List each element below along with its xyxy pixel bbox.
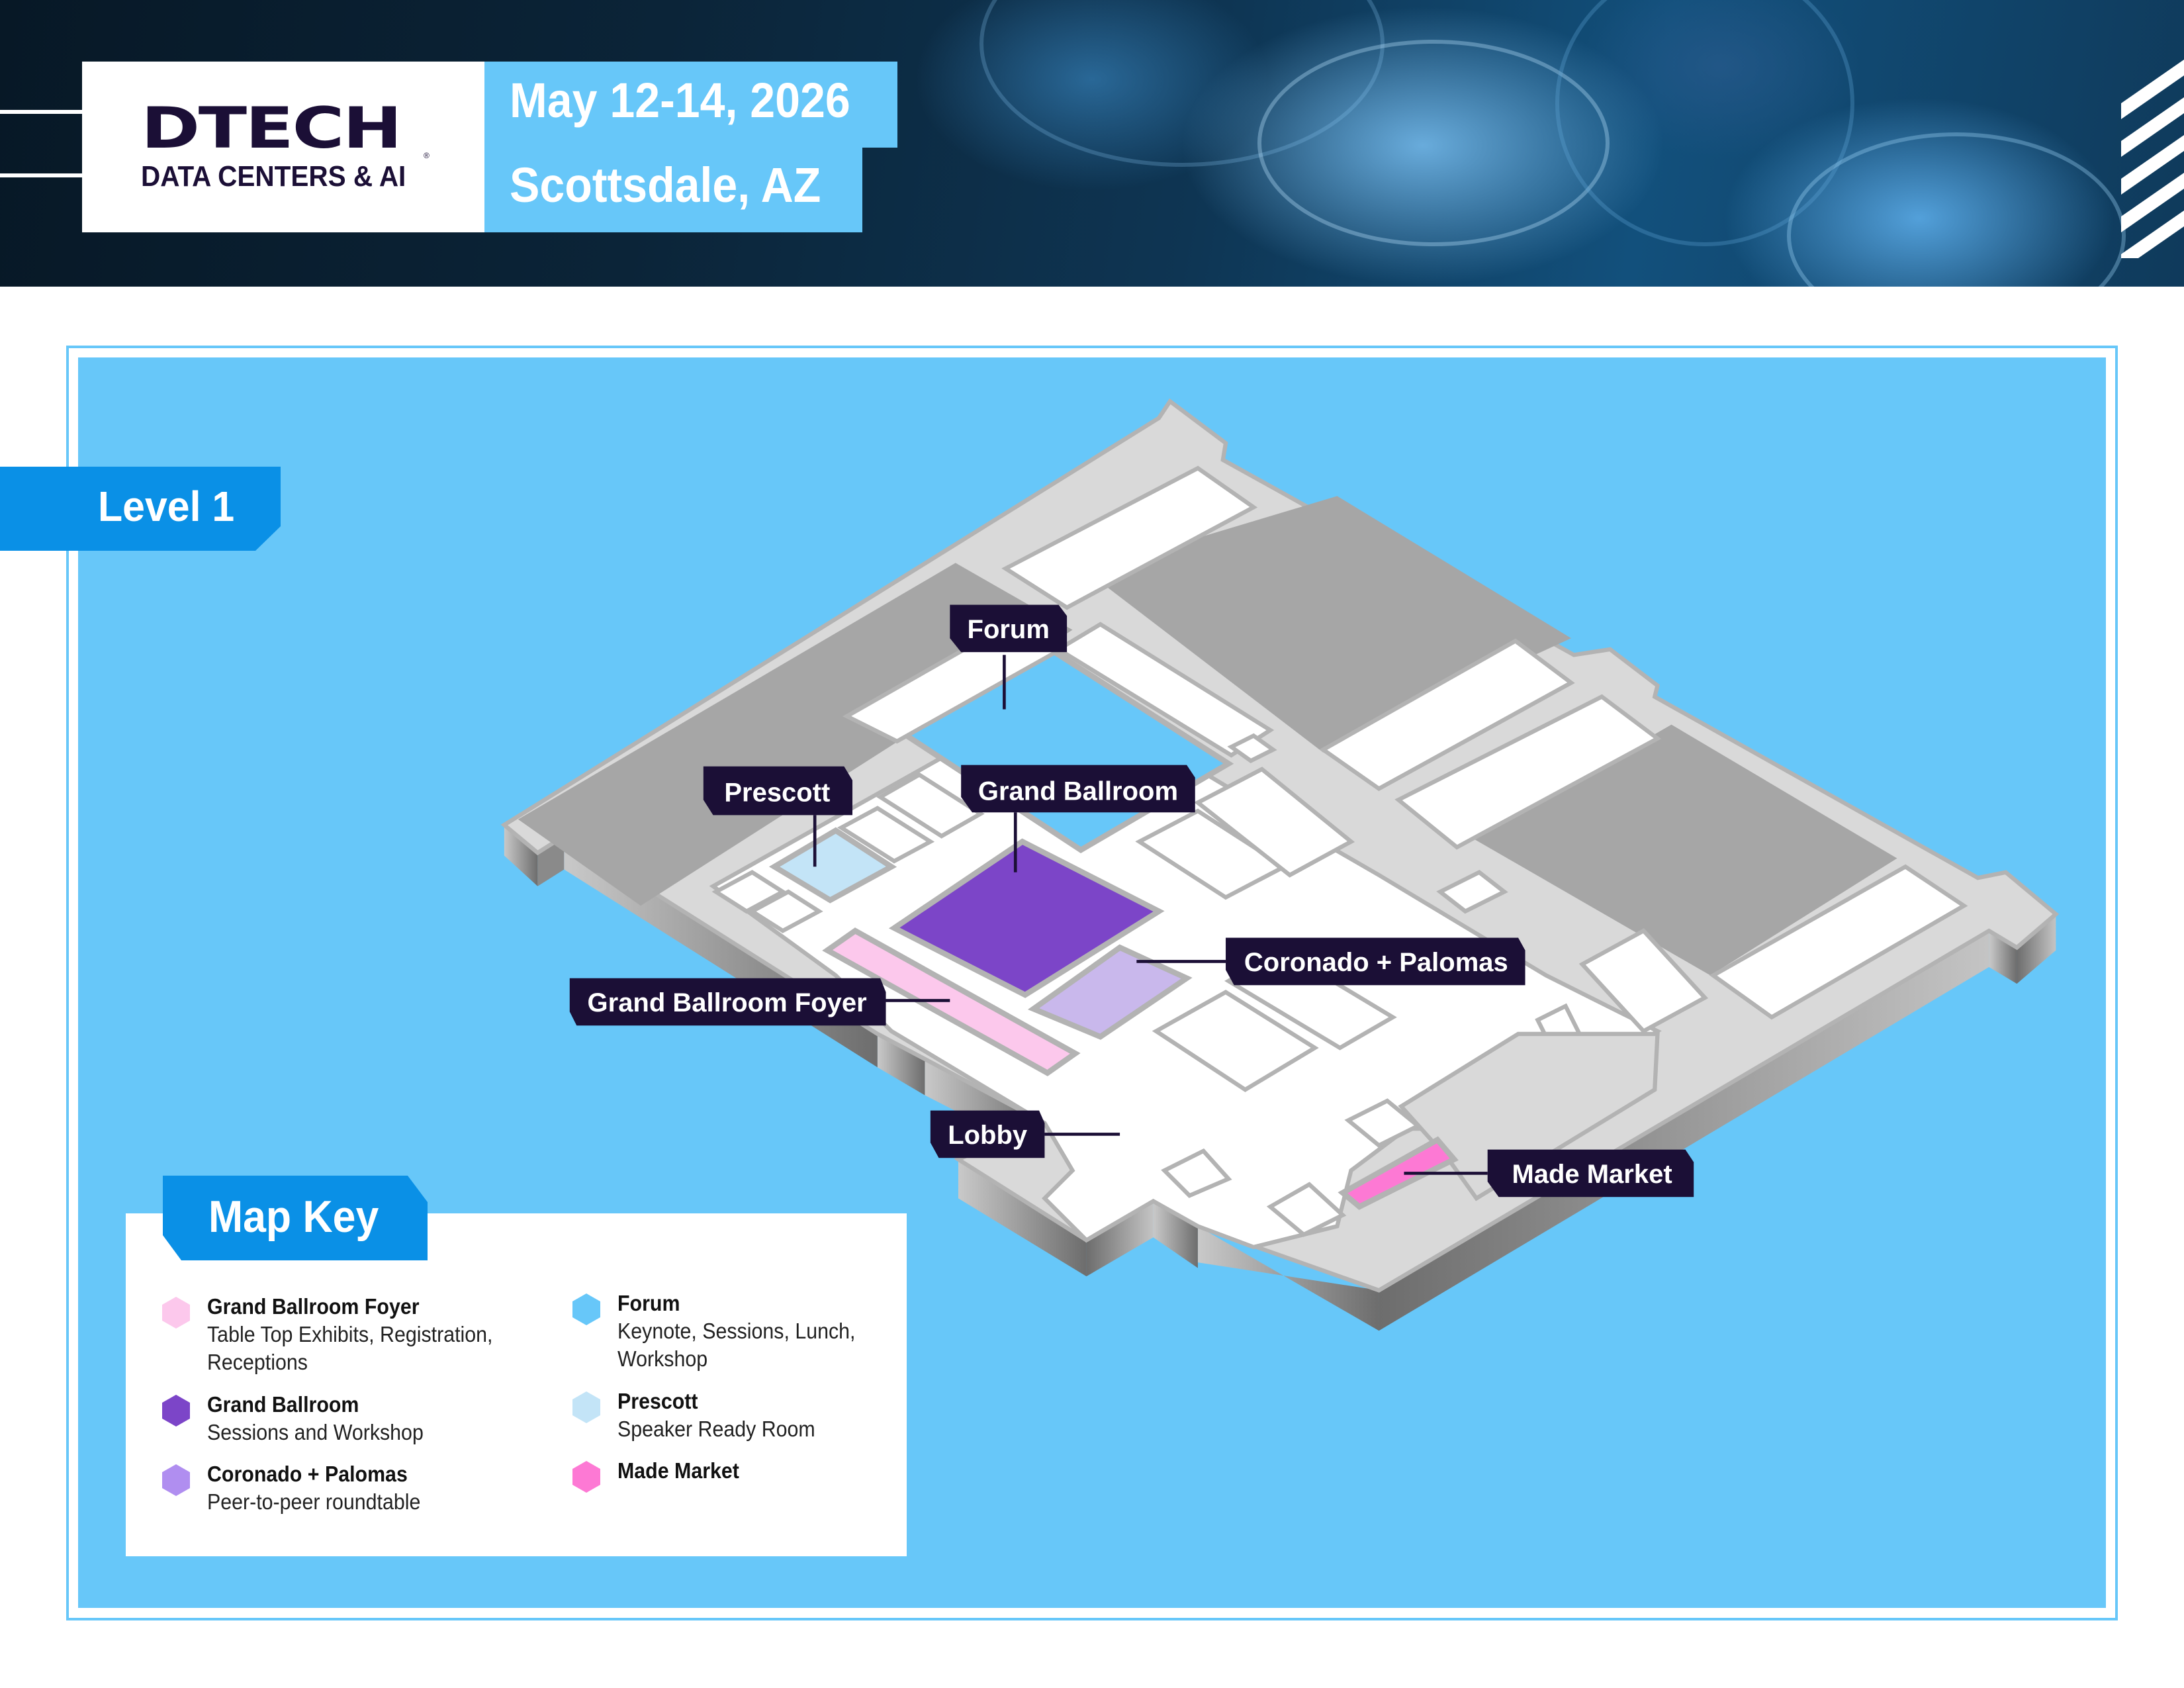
label-coronado-palomas-text: Coronado + Palomas — [1244, 948, 1508, 977]
brand-subtitle: DATA CENTERS & AI — [141, 160, 406, 193]
label-forum-text: Forum — [968, 615, 1050, 644]
event-location: Scottsdale, AZ — [510, 158, 821, 212]
label-lobby[interactable]: Lobby — [930, 1110, 1045, 1158]
header-rule — [0, 173, 82, 177]
hexagon-icon — [162, 1297, 190, 1329]
label-grand-ballroom-text: Grand Ballroom — [978, 776, 1178, 806]
key-item-description: Keynote, Sessions, Lunch, Workshop — [617, 1319, 856, 1371]
key-item-name: Grand Ballroom Foyer — [207, 1294, 420, 1319]
map-key-tag-background — [163, 1176, 428, 1260]
key-item-name: Prescott — [617, 1389, 698, 1413]
label-grand-ballroom-foyer[interactable]: Grand Ballroom Foyer — [569, 978, 886, 1026]
level-tag-background — [0, 467, 281, 551]
map-frame — [66, 346, 2118, 1620]
key-item-description: Table Top Exhibits, Registration, Recept… — [207, 1322, 493, 1374]
event-date: May 12-14, 2026 — [510, 73, 850, 128]
key-item-name: Forum — [617, 1291, 680, 1315]
event-date-box: May 12-14, 2026 — [484, 62, 897, 148]
stair-blocks — [1001, 465, 1968, 1020]
header-banner: DTECH ® DATA CENTERS & AI May 12-14, 202… — [0, 0, 2184, 287]
level-label: Level 1 — [98, 483, 235, 530]
key-item-name: Coronado + Palomas — [207, 1462, 408, 1486]
key-item-name: Made Market — [617, 1458, 739, 1483]
label-made-market-text: Made Market — [1512, 1160, 1672, 1189]
hexagon-icon — [572, 1391, 600, 1423]
key-item-name: Grand Ballroom — [207, 1392, 359, 1417]
label-prescott-text: Prescott — [724, 778, 830, 807]
key-item-description: Speaker Ready Room — [617, 1417, 815, 1441]
map-key-tag: Map Key — [163, 1176, 428, 1260]
label-grand-ballroom[interactable]: Grand Ballroom — [961, 765, 1195, 813]
key-item-description: Peer-to-peer roundtable — [207, 1489, 421, 1514]
map-key-title: Map Key — [208, 1192, 379, 1242]
decorative-swirl — [1555, 0, 1854, 246]
diagonal-stripes-icon — [2121, 60, 2184, 258]
header-rule — [0, 110, 82, 114]
hexagon-icon — [572, 1293, 600, 1325]
brand-logo: DTECH ® DATA CENTERS & AI — [82, 62, 484, 232]
event-location-box: Scottsdale, AZ — [484, 148, 862, 232]
label-made-market[interactable]: Made Market — [1487, 1149, 1694, 1197]
brand-name: DTECH — [141, 95, 402, 162]
hexagon-icon — [162, 1395, 190, 1427]
label-prescott[interactable]: Prescott — [703, 766, 853, 816]
hexagon-icon — [162, 1464, 190, 1496]
map-key: Grand Ballroom Foyer Table Top Exhibits,… — [126, 1213, 907, 1556]
key-item-description: Sessions and Workshop — [207, 1420, 424, 1444]
room-grand-ballroom-foyer — [822, 927, 1081, 1076]
label-coronado-palomas[interactable]: Coronado + Palomas — [1226, 937, 1525, 986]
level-tag: Level 1 — [0, 467, 281, 551]
room-coronado-palomas — [1027, 944, 1193, 1040]
room-made-market — [1338, 1136, 1459, 1210]
label-grand-ballroom-foyer-text: Grand Ballroom Foyer — [588, 988, 867, 1017]
forum-corridor — [1054, 622, 1275, 758]
room-grand-ballroom — [888, 838, 1165, 998]
label-lobby-text: Lobby — [948, 1121, 1028, 1150]
leader-lines — [813, 655, 1488, 1175]
registered-mark: ® — [424, 151, 430, 160]
label-forum[interactable]: Forum — [950, 604, 1068, 653]
hexagon-icon — [572, 1461, 600, 1493]
